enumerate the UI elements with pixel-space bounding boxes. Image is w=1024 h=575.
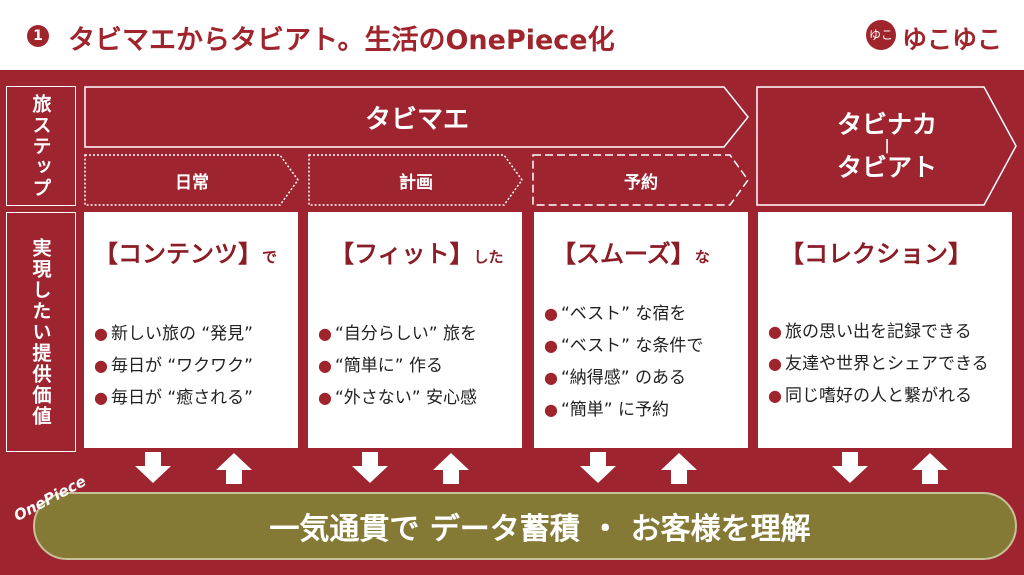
- value-card-fit: 【フィット】した ●“自分らしい” 旅を ●“簡単に” 作る ●“外さない” 安…: [308, 212, 522, 448]
- arrow-down-icon: [578, 452, 618, 484]
- side-label-values: 実現したい提供価値: [6, 212, 76, 452]
- card-list: ●旅の思い出を記録できる ●友達や世界とシェアできる ●同じ嗜好の人と繋がれる: [768, 316, 989, 412]
- arrow-down-icon: [830, 452, 870, 484]
- bullet-icon: ●: [768, 354, 782, 373]
- bullet-icon: ●: [544, 400, 558, 419]
- step-arrow-tabinaka-tabiato: タビナカ | タビアト: [756, 86, 1018, 206]
- list-item: ●“簡単に” 作る: [318, 356, 443, 376]
- bullet-icon: ●: [94, 388, 108, 407]
- bullet-icon: ●: [318, 324, 332, 343]
- list-item: ●友達や世界とシェアできる: [768, 354, 989, 374]
- arrow-shape: [532, 154, 749, 206]
- arrow-down-icon: [350, 452, 390, 484]
- card-title: 【コレクション】: [780, 240, 972, 268]
- list-item: ●旅の思い出を記録できる: [768, 322, 972, 342]
- bullet-icon: ●: [544, 368, 558, 387]
- card-list: ●“自分らしい” 旅を ●“簡単に” 作る ●“外さない” 安心感: [318, 318, 477, 414]
- value-card-contents: 【コンテンツ】で ●新しい旅の “発見” ●毎日が “ワクワク” ●毎日が “癒…: [84, 212, 298, 448]
- step-label-tabiato: タビアト: [836, 153, 937, 182]
- arrow-shape: [308, 154, 523, 206]
- value-card-smooth: 【スムーズ】な ●“ベスト” な宿を ●“ベスト” な条件で ●“納得感” のあ…: [534, 212, 748, 448]
- sub-label-plan: 計画: [399, 172, 433, 193]
- value-card-collection: 【コレクション】 ●旅の思い出を記録できる ●友達や世界とシェアできる ●同じ嗜…: [758, 212, 1012, 448]
- slide-header: 1 タビマエからタビアト。生活のOnePiece化 ゆこ ゆこゆこ: [0, 0, 1024, 70]
- slide-title: タビマエからタビアト。生活のOnePiece化: [68, 25, 615, 56]
- sub-arrow-daily: 日常: [84, 154, 300, 206]
- arrow-up-icon: [431, 452, 471, 484]
- bullet-icon: ●: [544, 304, 558, 323]
- bullet-icon: ●: [94, 356, 108, 375]
- step-separator: |: [884, 138, 890, 154]
- list-item: ●“ベスト” な宿を: [544, 304, 687, 324]
- list-item: ●“自分らしい” 旅を: [318, 324, 477, 344]
- list-item: ●毎日が “癒される”: [94, 388, 253, 408]
- step-label-tabimae: タビマエ: [364, 104, 469, 135]
- sub-label-daily: 日常: [175, 172, 209, 193]
- card-list: ●“ベスト” な宿を ●“ベスト” な条件で ●“納得感” のある ●“簡単” …: [544, 298, 703, 426]
- sub-arrow-plan: 計画: [308, 154, 524, 206]
- card-list: ●新しい旅の “発見” ●毎日が “ワクワク” ●毎日が “癒される”: [94, 318, 253, 414]
- bullet-icon: ●: [544, 336, 558, 355]
- bullet-icon: ●: [768, 322, 782, 341]
- bullet-icon: ●: [318, 356, 332, 375]
- card-title: 【スムーズ】な: [552, 240, 710, 268]
- bullet-icon: ●: [768, 386, 782, 405]
- list-item: ●“外さない” 安心感: [318, 388, 477, 408]
- step-label-tabinaka: タビナカ: [836, 109, 937, 139]
- list-item: ●同じ嗜好の人と繋がれる: [768, 386, 972, 406]
- arrow-shape: [84, 86, 749, 148]
- list-item: ●“ベスト” な条件で: [544, 336, 704, 356]
- arrow-down-icon: [133, 452, 173, 484]
- arrow-shape: [756, 86, 1017, 206]
- section-number: 1: [27, 25, 49, 47]
- sub-label-booking: 予約: [624, 172, 658, 193]
- banner-text: 一気通貫で データ蓄積 ・ お客様を理解: [269, 512, 811, 547]
- bullet-icon: ●: [318, 388, 332, 407]
- list-item: ●“簡単” に予約: [544, 400, 669, 420]
- logo-text: ゆこゆこ: [902, 25, 1003, 54]
- step-arrow-tabimae: タビマエ: [84, 86, 750, 148]
- list-item: ●新しい旅の “発見”: [94, 324, 253, 344]
- arrow-up-icon: [659, 452, 699, 484]
- bullet-icon: ●: [94, 324, 108, 343]
- card-title: 【コンテンツ】で: [94, 240, 278, 268]
- arrow-shape: [84, 154, 299, 206]
- list-item: ●毎日が “ワクワク”: [94, 356, 253, 376]
- logo-mark-icon: ゆこ: [866, 20, 896, 50]
- arrow-up-icon: [214, 452, 254, 484]
- arrow-up-icon: [910, 452, 950, 484]
- list-item: ●“納得感” のある: [544, 368, 686, 388]
- side-label-steps: 旅ステップ: [6, 86, 76, 206]
- sub-arrow-booking: 予約: [532, 154, 750, 206]
- onepiece-banner: 一気通貫で データ蓄積 ・ お客様を理解: [33, 492, 1017, 560]
- card-title: 【フィット】した: [330, 240, 504, 268]
